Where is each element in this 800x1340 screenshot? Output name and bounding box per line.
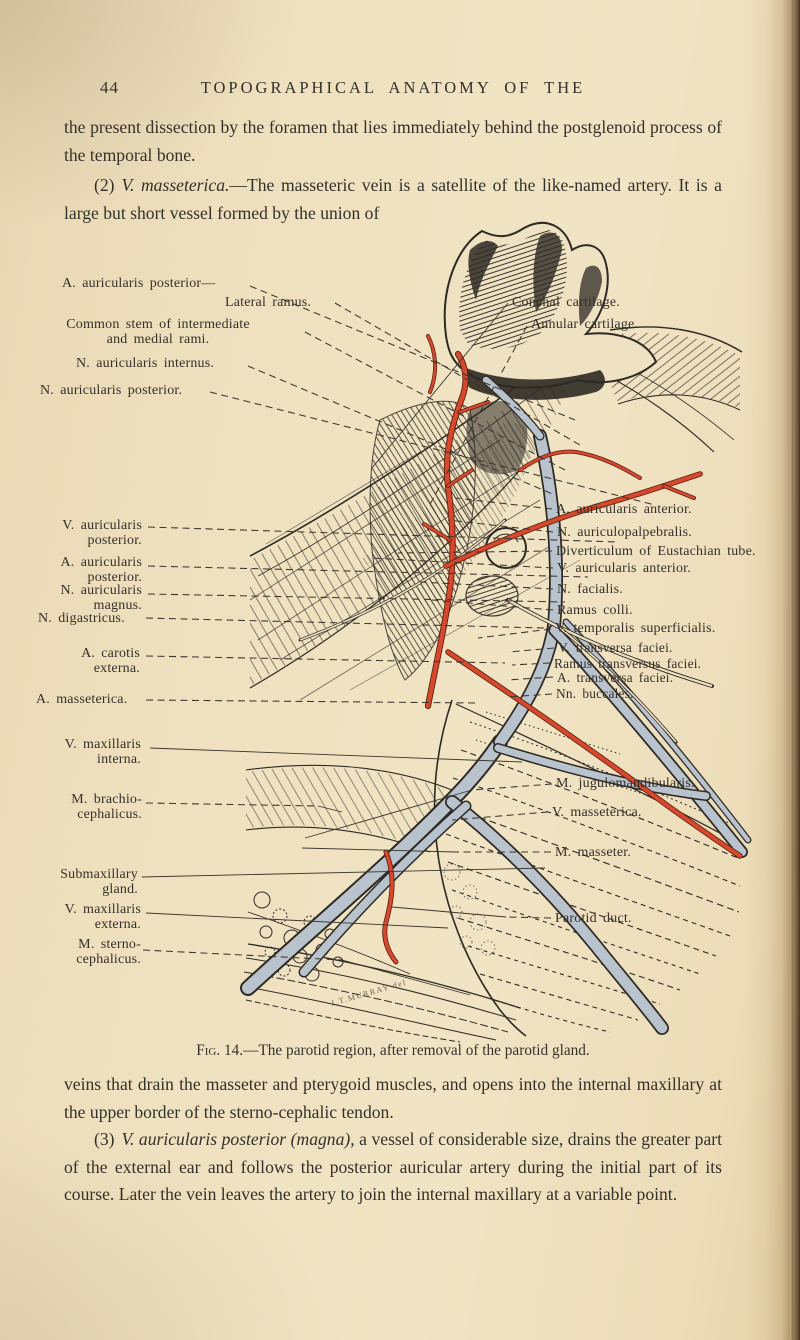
label-m-brachiocephalicus: M. brachio-cephalicus. [71,792,142,822]
label-a-auricularis-posterior: A. auricularis posterior. [60,555,142,585]
label-v-maxillaris-interna: V. maxillaris interna. [64,737,141,767]
figure-caption-number: Fig. 14. [196,1042,244,1059]
label-n-auricularis-internus: N. auricularis internus. [76,356,215,371]
label-m-masseter: M. masseter. [555,845,632,860]
label-a-auricularis-posterior-top: A. auricularis posterior— [62,276,216,291]
arteries [382,334,743,965]
paragraph-2-number: (2) [94,175,115,195]
paragraph-4-text: , a vessel of considerable size, drains … [64,1129,722,1205]
label-a-auricularis-anterior: A. auricularis anterior. [556,502,692,517]
label-parotid-duct: Parotid duct. [555,911,632,926]
figure-caption: Fig. 14.—The parotid region, after remov… [64,1042,722,1060]
label-ramus-transversus-faciei: Ramus transversus faciei. [554,656,702,671]
label-annular-cartilage: Annular cartilage. [531,317,639,332]
eustachian-diverticulum [465,575,519,617]
label-a-transversa-faciei: A. transversa faciei. [557,670,674,685]
label-n-digastricus: N. digastricus. [38,611,125,626]
paragraph-4-number: (3) [94,1129,115,1149]
paragraph-1: the present dissection by the foramen th… [64,117,722,165]
label-n-auricularis-posterior: N. auricularis posterior. [40,383,183,398]
label-v-auricularis-anterior: V. auricularis anterior. [557,561,691,576]
leader-lines-right [301,302,555,919]
label-lateral-ramus: Lateral ramus. [225,295,312,310]
paragraph-4-term: V. auricularis posterior (magna) [121,1129,351,1149]
label-m-sternocephalicus: M. sterno-cephalicus. [76,937,141,967]
label-n-auriculopalpebralis: N. auriculopalpebralis. [557,525,693,540]
label-a-masseterica: A. masseterica. [36,692,128,707]
leader-lines-left [141,285,656,996]
label-ramus-colli: Ramus colli. [557,603,633,618]
nerves [298,518,714,744]
label-v-maxillaris-externa: V. maxillaris externa. [64,902,141,932]
label-eustachian-diverticulum: Diverticulum of Eustachian tube. [556,544,756,559]
label-nn-buccales: Nn. buccales. [556,686,634,701]
running-title: TOPOGRAPHICAL ANATOMY OF THE [200,78,586,97]
label-v-masseterica: V. masseterica. [552,805,642,820]
figure-caption-text: —The parotid region, after removal of th… [243,1042,590,1059]
label-v-transversa-faciei: V. transversa faciei. [558,640,673,655]
paragraph-2: (2) V. masseterica.—The masseteric vein i… [64,172,722,227]
paragraph-4: (3) V. auricularis posterior (magna), a v… [64,1126,722,1209]
label-submaxillary-gland: Submaxillary gland. [60,867,138,897]
paragraph-2-term: V. masseterica. [121,175,230,195]
label-m-jugulomandibularis: M. jugulomandibularis. [556,776,695,791]
label-n-auricularis-magnus: N. auricularis magnus. [60,583,142,613]
paragraph-3: veins that drain the masseter and pteryg… [64,1074,722,1122]
page-number: 44 [100,78,119,97]
label-a-carotis-externa: A. carotis externa. [81,646,140,676]
label-v-auricularis-posterior: V. auricularis posterior. [62,518,142,548]
label-common-stem: Common stem of intermediate and medial r… [66,317,250,347]
label-v-temporalis-superficialis: V. temporalis superficialis. [555,621,716,636]
paragraph-2-text: —The masseteric vein is a satellite of t… [64,175,722,223]
ear [443,222,658,475]
label-n-facialis: N. facialis. [557,582,623,597]
label-conchal-cartilage: Conchal cartilage. [512,295,620,310]
